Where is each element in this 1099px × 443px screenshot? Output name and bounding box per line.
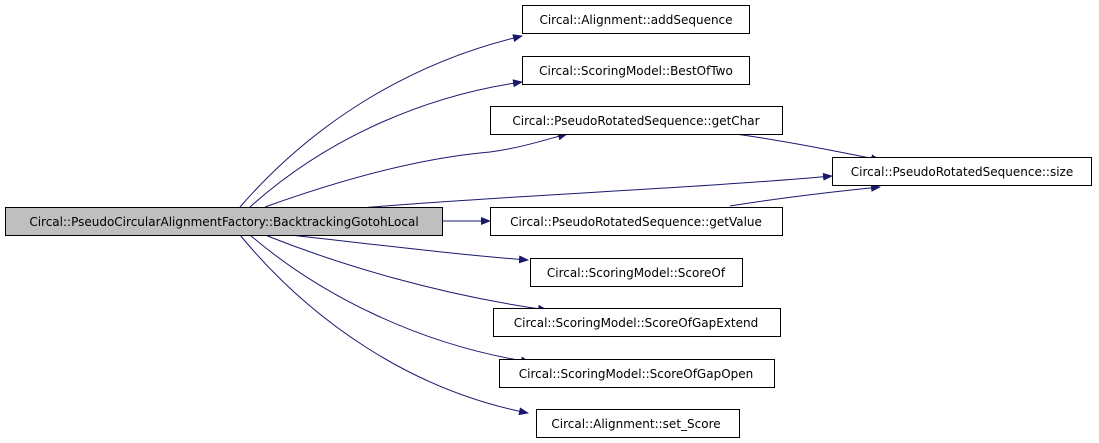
- node-score-of-gap-extend-label: Circal::ScoringModel::ScoreOfGapExtend: [514, 316, 758, 330]
- node-set-score-label: Circal::Alignment::set_Score: [551, 417, 720, 431]
- node-best-of-two-label: Circal::ScoringModel::BestOfTwo: [539, 64, 733, 78]
- node-score-of[interactable]: Circal::ScoringModel::ScoreOf: [530, 258, 743, 287]
- node-set-score[interactable]: Circal::Alignment::set_Score: [536, 409, 740, 438]
- node-root-label: Circal::PseudoCircularAlignmentFactory::…: [29, 215, 418, 229]
- node-score-of-label: Circal::ScoringModel::ScoreOf: [547, 266, 726, 280]
- edge-root-to-add-sequence: [239, 34, 523, 208]
- node-size[interactable]: Circal::PseudoRotatedSequence::size: [832, 157, 1092, 186]
- edge-root-to-score-of-gap-extend: [264, 234, 548, 313]
- node-add-sequence-label: Circal::Alignment::addSequence: [539, 13, 732, 27]
- node-score-of-gap-extend[interactable]: Circal::ScoringModel::ScoreOfGapExtend: [493, 308, 781, 337]
- edge-root-to-size: [359, 172, 833, 209]
- node-get-value[interactable]: Circal::PseudoRotatedSequence::getValue: [490, 207, 783, 236]
- edges: [239, 34, 881, 416]
- node-get-char-label: Circal::PseudoRotatedSequence::getChar: [512, 114, 759, 128]
- node-root[interactable]: Circal::PseudoCircularAlignmentFactory::…: [5, 207, 443, 236]
- node-score-of-gap-open[interactable]: Circal::ScoringModel::ScoreOfGapOpen: [499, 359, 775, 388]
- node-get-char[interactable]: Circal::PseudoRotatedSequence::getChar: [490, 106, 783, 135]
- node-add-sequence[interactable]: Circal::Alignment::addSequence: [522, 5, 750, 34]
- edge-get-char-to-size: [734, 133, 881, 163]
- edge-root-to-best-of-two: [249, 79, 523, 208]
- edge-root-to-score-of: [289, 234, 529, 264]
- node-get-value-label: Circal::PseudoRotatedSequence::getValue: [510, 215, 762, 229]
- edge-root-to-score-of-gap-open: [249, 234, 531, 365]
- edge-root-to-get-char: [264, 132, 568, 208]
- node-score-of-gap-open-label: Circal::ScoringModel::ScoreOfGapOpen: [519, 367, 754, 381]
- edge-get-value-to-size: [729, 183, 881, 207]
- edge-root-to-set-score: [239, 234, 529, 416]
- node-best-of-two[interactable]: Circal::ScoringModel::BestOfTwo: [522, 56, 750, 85]
- node-size-label: Circal::PseudoRotatedSequence::size: [851, 165, 1073, 179]
